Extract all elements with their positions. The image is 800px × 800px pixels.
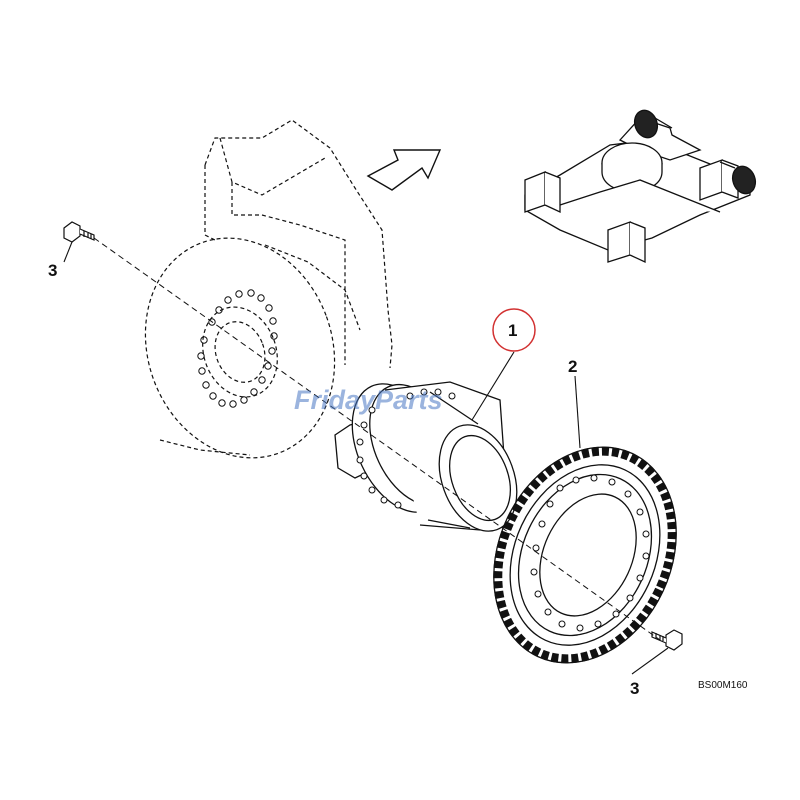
direction-arrow-icon [366,149,442,191]
undercarriage-reference-view [524,109,757,264]
callout-item-3-left: 3 [48,261,57,280]
callout-item-2: 2 [568,357,577,376]
travel-motor [334,381,518,532]
frame-bolt-circle [197,289,278,408]
drawing-code: BS00M160 [698,680,748,691]
callout-item-1: 1 [508,321,517,340]
bolt-left-icon [63,221,95,243]
bolt-right-icon [651,629,683,651]
item-1-highlight-circle [492,308,536,352]
sprocket-bolt-holes [530,474,650,632]
watermark-logo: FridayParts [294,385,443,415]
leader-lines [63,241,669,675]
callout-item-3-right: 3 [630,679,639,698]
assembly-center-lines [93,237,661,641]
travel-motor-flange-bolts [356,388,456,509]
